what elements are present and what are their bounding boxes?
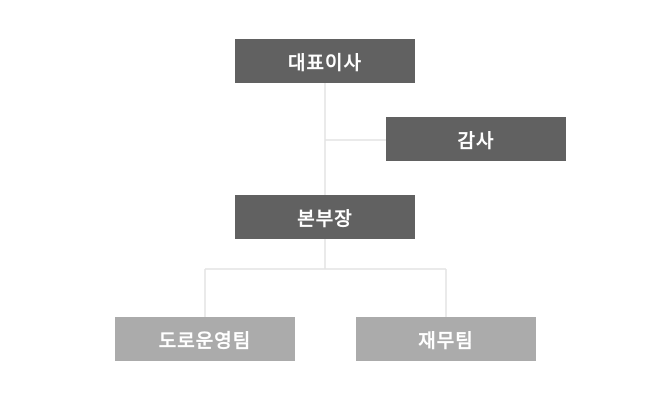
node-finance-team-label: 재무팀 bbox=[418, 329, 474, 352]
node-road-team: 도로운영팀 bbox=[115, 317, 295, 361]
node-finance-team: 재무팀 bbox=[356, 317, 536, 361]
node-ceo-label: 대표이사 bbox=[288, 51, 362, 74]
node-director: 본부장 bbox=[235, 195, 415, 239]
node-ceo: 대표이사 bbox=[235, 39, 415, 83]
node-auditor: 감사 bbox=[386, 117, 566, 161]
node-auditor-label: 감사 bbox=[457, 129, 495, 152]
node-director-label: 본부장 bbox=[297, 207, 353, 230]
node-road-team-label: 도로운영팀 bbox=[158, 329, 252, 352]
